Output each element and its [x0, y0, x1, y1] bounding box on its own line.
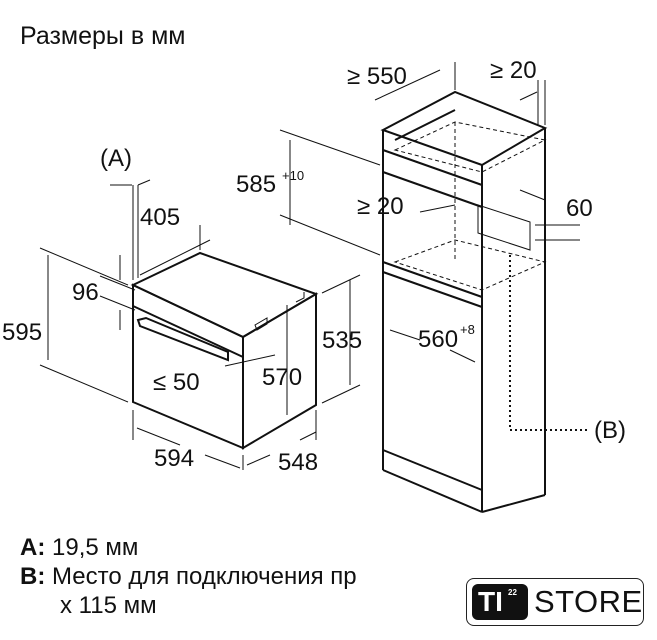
dim-vent: 60: [566, 195, 593, 222]
dim-niche-width: 560: [418, 326, 458, 353]
dim-oven-depth-top: 405: [140, 204, 180, 231]
dim-niche-height: 585: [236, 171, 276, 198]
dim-cutout-height: 535: [322, 327, 362, 354]
note-b-key: B:: [20, 563, 46, 590]
note-a-text: 19,5 мм: [52, 534, 139, 561]
dim-inner-height: 570: [262, 364, 302, 391]
oven-dimension-lines: [39, 179, 361, 470]
dim-panel-height: 96: [72, 279, 99, 306]
label-b: (B): [594, 417, 626, 444]
dim-oven-height: 595: [2, 319, 42, 346]
logo-text: STORE: [534, 584, 643, 619]
dim-rear-gap: ≥ 20: [490, 57, 537, 84]
dim-oven-depth: 548: [278, 449, 318, 476]
diagram-title: Размеры в мм: [20, 22, 185, 50]
logo-mark-sup: 22: [508, 588, 517, 597]
note-b-text: Место для подключения пр: [52, 563, 357, 590]
oven-drawing: [130, 251, 319, 450]
dim-niche-height-tol: +10: [282, 168, 304, 183]
dim-shelf-gap: ≥ 20: [357, 193, 404, 220]
label-a: (A): [100, 145, 132, 172]
cabinet-dimension-lines: [279, 62, 590, 431]
note-a-key: A:: [20, 534, 46, 561]
note-b-continued: x 115 мм: [60, 592, 157, 619]
logo-mark: TI 22: [472, 584, 528, 620]
cabinet-drawing: [380, 90, 548, 513]
logo-mark-text: TI: [478, 586, 503, 617]
dim-niche-width-tol: +8: [460, 322, 475, 337]
store-logo: TI 22 STORE: [466, 578, 644, 626]
dim-oven-width: 594: [154, 445, 194, 472]
note-b: B: Место для подключения пр: [20, 563, 357, 591]
dim-cabinet-depth: ≥ 550: [347, 63, 407, 90]
dim-door-gap: ≤ 50: [153, 369, 200, 396]
note-a: A: 19,5 мм: [20, 534, 138, 562]
